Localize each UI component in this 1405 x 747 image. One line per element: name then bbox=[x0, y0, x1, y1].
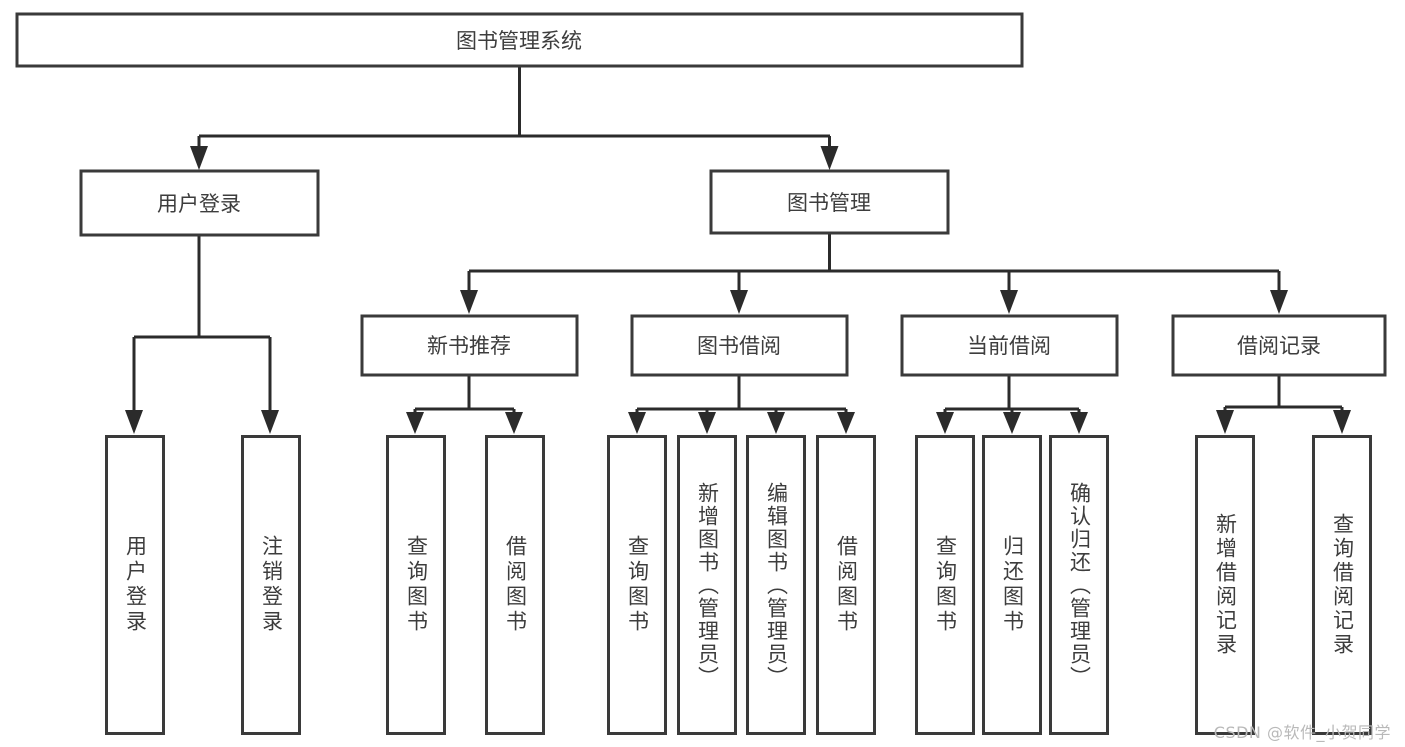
leaf-book-borrow-borrow-label: 借阅图书 bbox=[834, 535, 859, 635]
arrow-head-leaf-currentborrow-2 bbox=[1003, 412, 1021, 434]
arrow-head-leaf-bookborrow-1 bbox=[628, 412, 646, 434]
leaf-borrow-record-query[interactable]: 查询借阅记录 bbox=[1312, 435, 1372, 735]
leaf-book-borrow-query-label: 查询图书 bbox=[625, 535, 650, 635]
leaf-borrow-record-add-label: 新增借阅记录 bbox=[1213, 513, 1238, 657]
leaf-current-borrow-return[interactable]: 归还图书 bbox=[982, 435, 1042, 735]
arrow-head-leaf-newbook-2 bbox=[505, 412, 523, 434]
leaf-book-borrow-add-label: 新增图书（管理员） bbox=[695, 481, 720, 689]
leaf-new-book-query[interactable]: 查询图书 bbox=[386, 435, 446, 735]
node-current-borrow-box[interactable] bbox=[900, 314, 1119, 377]
node-new-book-recommend-label: 新书推荐 bbox=[427, 334, 511, 358]
leaf-book-borrow-edit-label: 编辑图书（管理员） bbox=[764, 481, 789, 689]
leaf-new-book-borrow[interactable]: 借阅图书 bbox=[485, 435, 545, 735]
leaf-user-login-login-label: 用户登录 bbox=[123, 535, 148, 635]
leaf-current-borrow-return-label: 归还图书 bbox=[1000, 535, 1025, 635]
node-book-borrow-box[interactable] bbox=[630, 314, 849, 377]
node-user-login[interactable]: 用户登录 bbox=[79, 169, 320, 237]
leaf-new-book-borrow-label: 借阅图书 bbox=[503, 535, 528, 635]
arrow-head-user-login bbox=[190, 146, 208, 170]
arrow-head-leaf-newbook-1 bbox=[406, 412, 424, 434]
arrow-head-book-borrow bbox=[730, 290, 748, 314]
node-user-login-box[interactable] bbox=[79, 169, 320, 237]
arrow-head-leaf-currentborrow-3 bbox=[1070, 412, 1088, 434]
arrow-head-leaf-user-login-1 bbox=[125, 410, 143, 434]
node-root-system-box[interactable] bbox=[15, 12, 1024, 68]
leaf-new-book-query-label: 查询图书 bbox=[404, 535, 429, 635]
node-new-book-recommend[interactable]: 新书推荐 bbox=[360, 314, 579, 377]
node-current-borrow[interactable]: 当前借阅 bbox=[900, 314, 1119, 377]
leaf-book-borrow-borrow[interactable]: 借阅图书 bbox=[816, 435, 876, 735]
leaf-borrow-record-query-label: 查询借阅记录 bbox=[1330, 513, 1355, 657]
leaf-current-borrow-query-label: 查询图书 bbox=[933, 535, 958, 635]
leaf-user-login-logout-label: 注销登录 bbox=[259, 535, 284, 635]
arrow-head-leaf-bookborrow-2 bbox=[698, 412, 716, 434]
leaf-current-borrow-query[interactable]: 查询图书 bbox=[915, 435, 975, 735]
arrow-head-leaf-bookborrow-3 bbox=[767, 412, 785, 434]
nodes-layer: 图书管理系统 用户登录 图书管理 新书推荐 图书借阅 当前 bbox=[15, 12, 1387, 377]
leaf-user-login-logout[interactable]: 注销登录 bbox=[241, 435, 301, 735]
leaf-borrow-record-add[interactable]: 新增借阅记录 bbox=[1195, 435, 1255, 735]
arrow-head-borrow-record bbox=[1270, 290, 1288, 314]
node-book-management[interactable]: 图书管理 bbox=[709, 169, 950, 235]
leaf-book-borrow-add[interactable]: 新增图书（管理员） bbox=[677, 435, 737, 735]
leaf-book-borrow-edit[interactable]: 编辑图书（管理员） bbox=[746, 435, 806, 735]
arrow-head-leaf-borrowrecord-2 bbox=[1333, 410, 1351, 434]
arrow-head-new-book-recommend bbox=[460, 290, 478, 314]
arrow-head-leaf-currentborrow-1 bbox=[936, 412, 954, 434]
leaf-book-borrow-query[interactable]: 查询图书 bbox=[607, 435, 667, 735]
edges-layer bbox=[125, 66, 1351, 434]
arrow-head-current-borrow bbox=[1000, 290, 1018, 314]
node-borrow-record-label: 借阅记录 bbox=[1237, 334, 1321, 358]
node-new-book-recommend-box[interactable] bbox=[360, 314, 579, 377]
node-current-borrow-label: 当前借阅 bbox=[967, 334, 1051, 358]
arrow-head-book-mgmt bbox=[820, 146, 839, 170]
leaf-current-borrow-confirm-return-label: 确认归还（管理员） bbox=[1067, 481, 1092, 689]
leaf-user-login-login[interactable]: 用户登录 bbox=[105, 435, 165, 735]
node-borrow-record-box[interactable] bbox=[1171, 314, 1387, 377]
arrow-head-leaf-user-login-2 bbox=[261, 410, 279, 434]
node-book-borrow[interactable]: 图书借阅 bbox=[630, 314, 849, 377]
node-borrow-record[interactable]: 借阅记录 bbox=[1171, 314, 1387, 377]
node-book-management-box[interactable] bbox=[709, 169, 950, 235]
node-root-system-label: 图书管理系统 bbox=[456, 29, 582, 53]
leaf-current-borrow-confirm-return[interactable]: 确认归还（管理员） bbox=[1049, 435, 1109, 735]
node-user-login-label: 用户登录 bbox=[157, 192, 241, 216]
arrow-head-leaf-bookborrow-4 bbox=[837, 412, 855, 434]
node-book-management-label: 图书管理 bbox=[787, 191, 871, 215]
node-book-borrow-label: 图书借阅 bbox=[697, 334, 781, 358]
node-root-system[interactable]: 图书管理系统 bbox=[15, 12, 1024, 68]
arrow-head-leaf-borrowrecord-1 bbox=[1216, 410, 1234, 434]
